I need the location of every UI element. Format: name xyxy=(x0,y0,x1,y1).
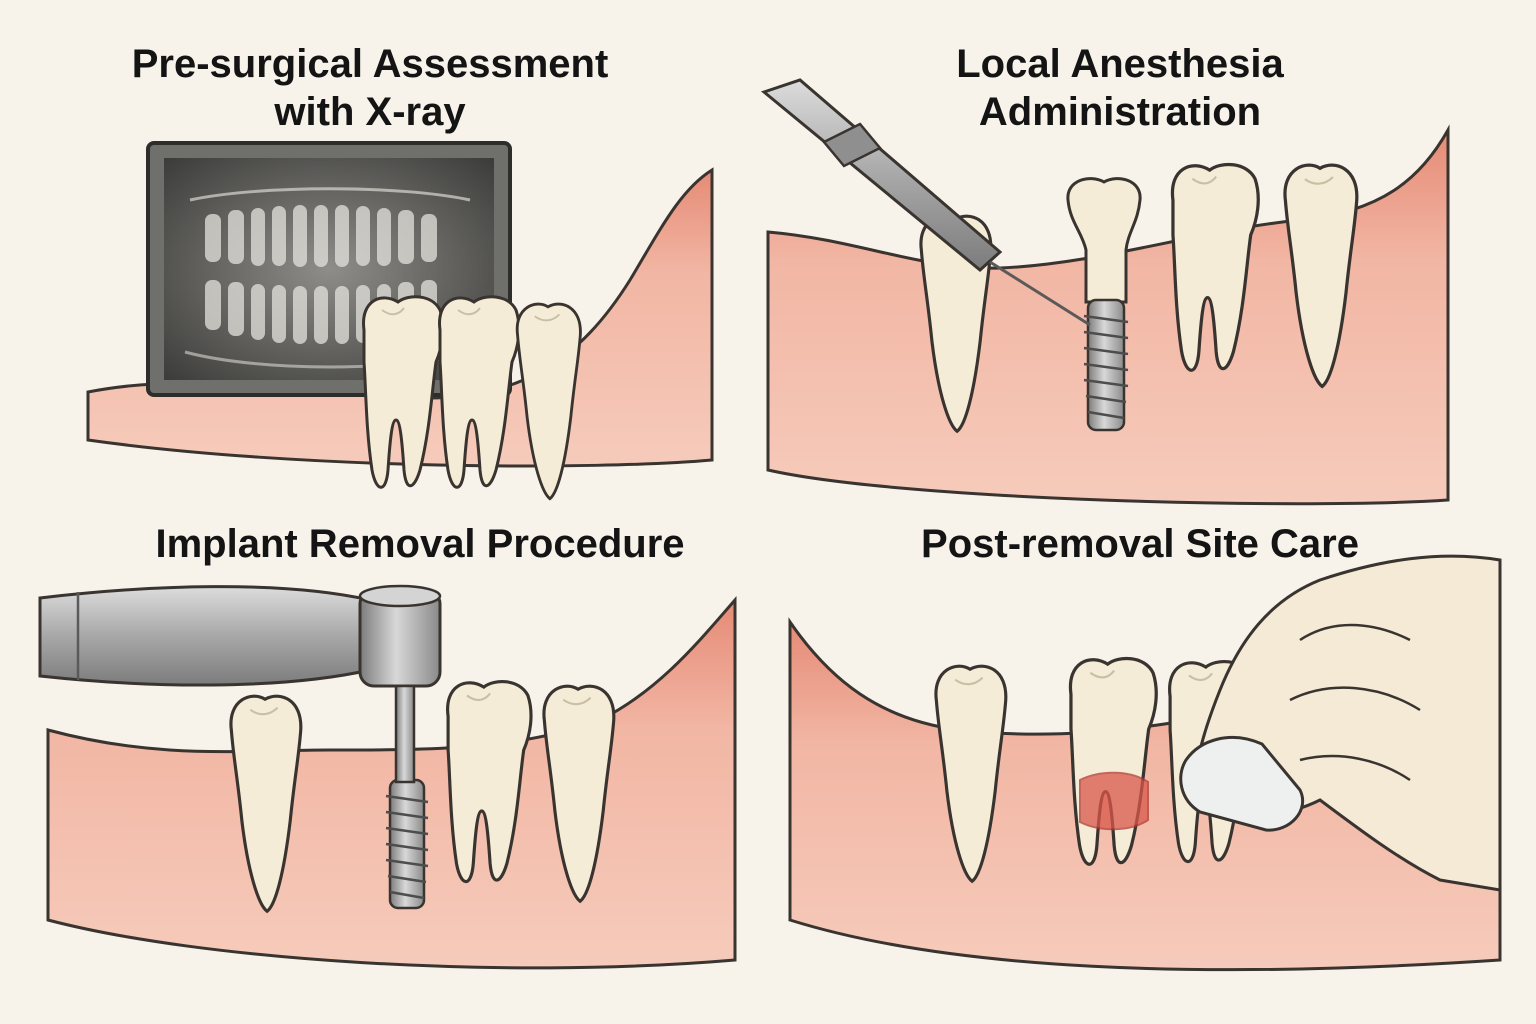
panel-pre-surgical-assessment xyxy=(86,141,714,501)
tooth-premolar xyxy=(515,302,582,501)
panel-implant-removal xyxy=(38,584,737,970)
panel-local-anesthesia xyxy=(760,78,1450,506)
syringe-icon xyxy=(760,78,1091,327)
dental-implant-icon xyxy=(1066,177,1142,432)
panel-post-removal-care xyxy=(788,554,1502,972)
extraction-site-blood xyxy=(1079,771,1149,831)
panel-title-pre-surgical-assessment: Pre-surgical Assessment with X-ray xyxy=(131,42,609,134)
panel-title-post-removal-care: Post-removal Site Care xyxy=(921,522,1359,566)
gauze-hand-icon xyxy=(1179,554,1502,892)
panel-title-implant-removal: Implant Removal Procedure xyxy=(155,522,685,566)
gauze-pad xyxy=(1179,736,1305,832)
dental-handpiece-icon xyxy=(38,584,442,784)
panel-title-local-anesthesia: Local Anesthesia Administration xyxy=(956,42,1284,134)
dental-implant-icon xyxy=(385,778,429,910)
